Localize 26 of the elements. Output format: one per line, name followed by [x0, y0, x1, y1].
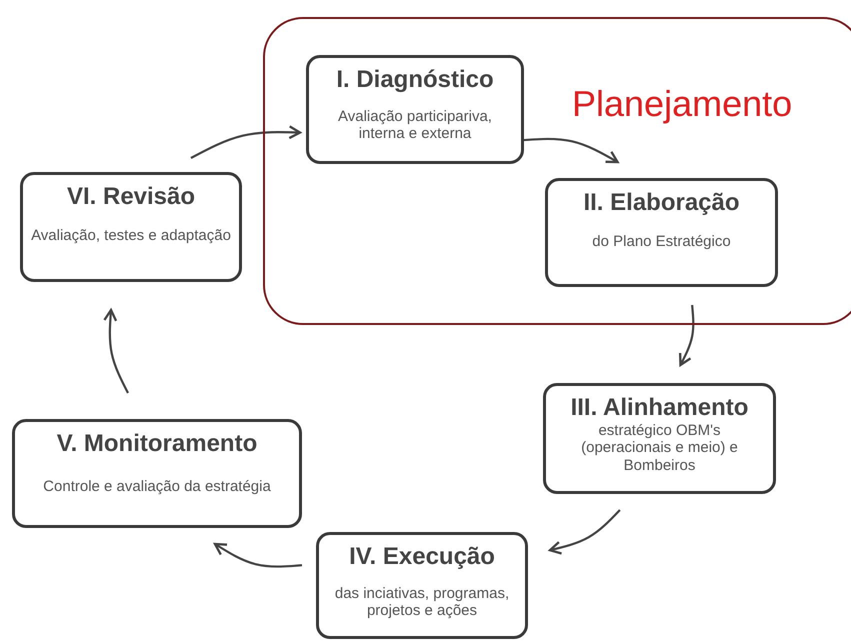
arrow	[522, 138, 619, 164]
step-description: do Plano Estratégico	[591, 233, 732, 250]
step-title: VI. Revisão	[66, 183, 196, 211]
step-description: Avaliação participariva, interna e externa	[337, 108, 493, 142]
step-description: Avaliação, testes e adaptação	[31, 227, 231, 244]
step-title: II. Elaboração	[582, 189, 741, 217]
step-title: IV. Execução	[348, 543, 496, 571]
step-title: I. Diagnóstico	[335, 66, 495, 94]
step-description: Controle e avaliação da estratégia	[42, 478, 272, 496]
process-box	[306, 55, 524, 164]
step-description: das inciativas, programas, projetos e ações	[334, 585, 510, 620]
arrow	[190, 125, 302, 159]
process-box	[545, 178, 778, 287]
process-box	[12, 419, 302, 528]
step-title: III. Alinhamento	[570, 394, 750, 422]
step-description: estratégico OBM's (operacionais e meio) e Bombeiros	[580, 422, 739, 474]
step-title: V. Monitoramento	[56, 430, 258, 458]
arrow	[103, 308, 129, 394]
process-box	[543, 383, 776, 494]
planning-region	[263, 17, 851, 325]
arrow	[548, 509, 621, 555]
arrow	[678, 304, 694, 366]
process-box	[20, 172, 242, 282]
process-box	[316, 532, 528, 639]
region-title: Planejamento	[572, 83, 792, 125]
arrow	[214, 542, 302, 568]
